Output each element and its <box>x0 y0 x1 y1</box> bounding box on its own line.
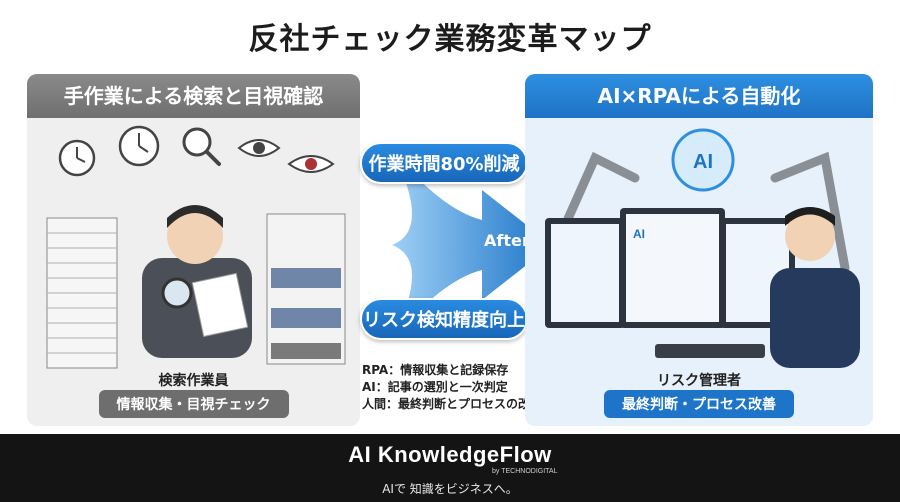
manual-work-illustration <box>46 125 346 369</box>
time-reduction-badge: 作業時間80%削減 <box>360 142 528 184</box>
binder-stack <box>266 213 346 365</box>
brand-sub: by TECHNODIGITAL <box>492 468 558 475</box>
before-heading: 手作業による検索と目視確認 <box>27 74 360 118</box>
after-task-badge: 最終判断・プロセス改善 <box>604 390 794 418</box>
after-label: After <box>484 231 530 250</box>
note-human: 人間：最終判断とプロセスの改善 <box>362 397 543 411</box>
automation-illustration: AI AI <box>545 128 860 368</box>
before-task-badge: 情報収集・目視チェック <box>98 390 289 418</box>
after-role-label: リスク管理者 <box>657 373 741 389</box>
monitor <box>545 218 625 328</box>
tagline: AIで 知識をビジネスへ。 <box>382 482 518 496</box>
before-role-label: 検索作業員 <box>158 373 229 389</box>
after-panel: AI×RPAによる自動化 AI AI <box>525 74 873 426</box>
page-title: 反社チェック業務変革マップ <box>248 22 652 57</box>
role-notes: RPA：情報収集と記録保存 AI：記事の選別と一次判定 人間：最終判断とプロセス… <box>362 362 542 413</box>
clock-icon <box>118 125 160 167</box>
brand-logo: AI KnowledgeFlow <box>348 442 552 467</box>
footer: AI KnowledgeFlow by TECHNODIGITAL AIで 知識… <box>0 434 900 502</box>
document-stack <box>46 217 118 369</box>
after-heading: AI×RPAによる自動化 <box>525 74 873 118</box>
screen-ai-text: AI <box>633 227 645 241</box>
monitor: AI <box>620 208 725 328</box>
ai-badge-text: AI <box>693 151 713 173</box>
risk-accuracy-badge: リスク検知精度向上 <box>360 298 528 340</box>
note-ai: AI：記事の選別と一次判定 <box>362 380 508 394</box>
before-panel: 手作業による検索と目視確認 <box>27 74 360 426</box>
eye-icon <box>237 139 281 157</box>
clock-icon <box>58 139 96 177</box>
after-arrow <box>392 150 552 340</box>
worker-figure <box>142 205 252 358</box>
ai-brain-icon: AI <box>671 128 735 192</box>
keyboard <box>655 344 765 358</box>
note-rpa: RPA：情報収集と記録保存 <box>362 363 509 377</box>
manager-figure <box>770 207 860 368</box>
magnifier-icon <box>182 127 221 166</box>
eye-icon <box>287 155 335 173</box>
